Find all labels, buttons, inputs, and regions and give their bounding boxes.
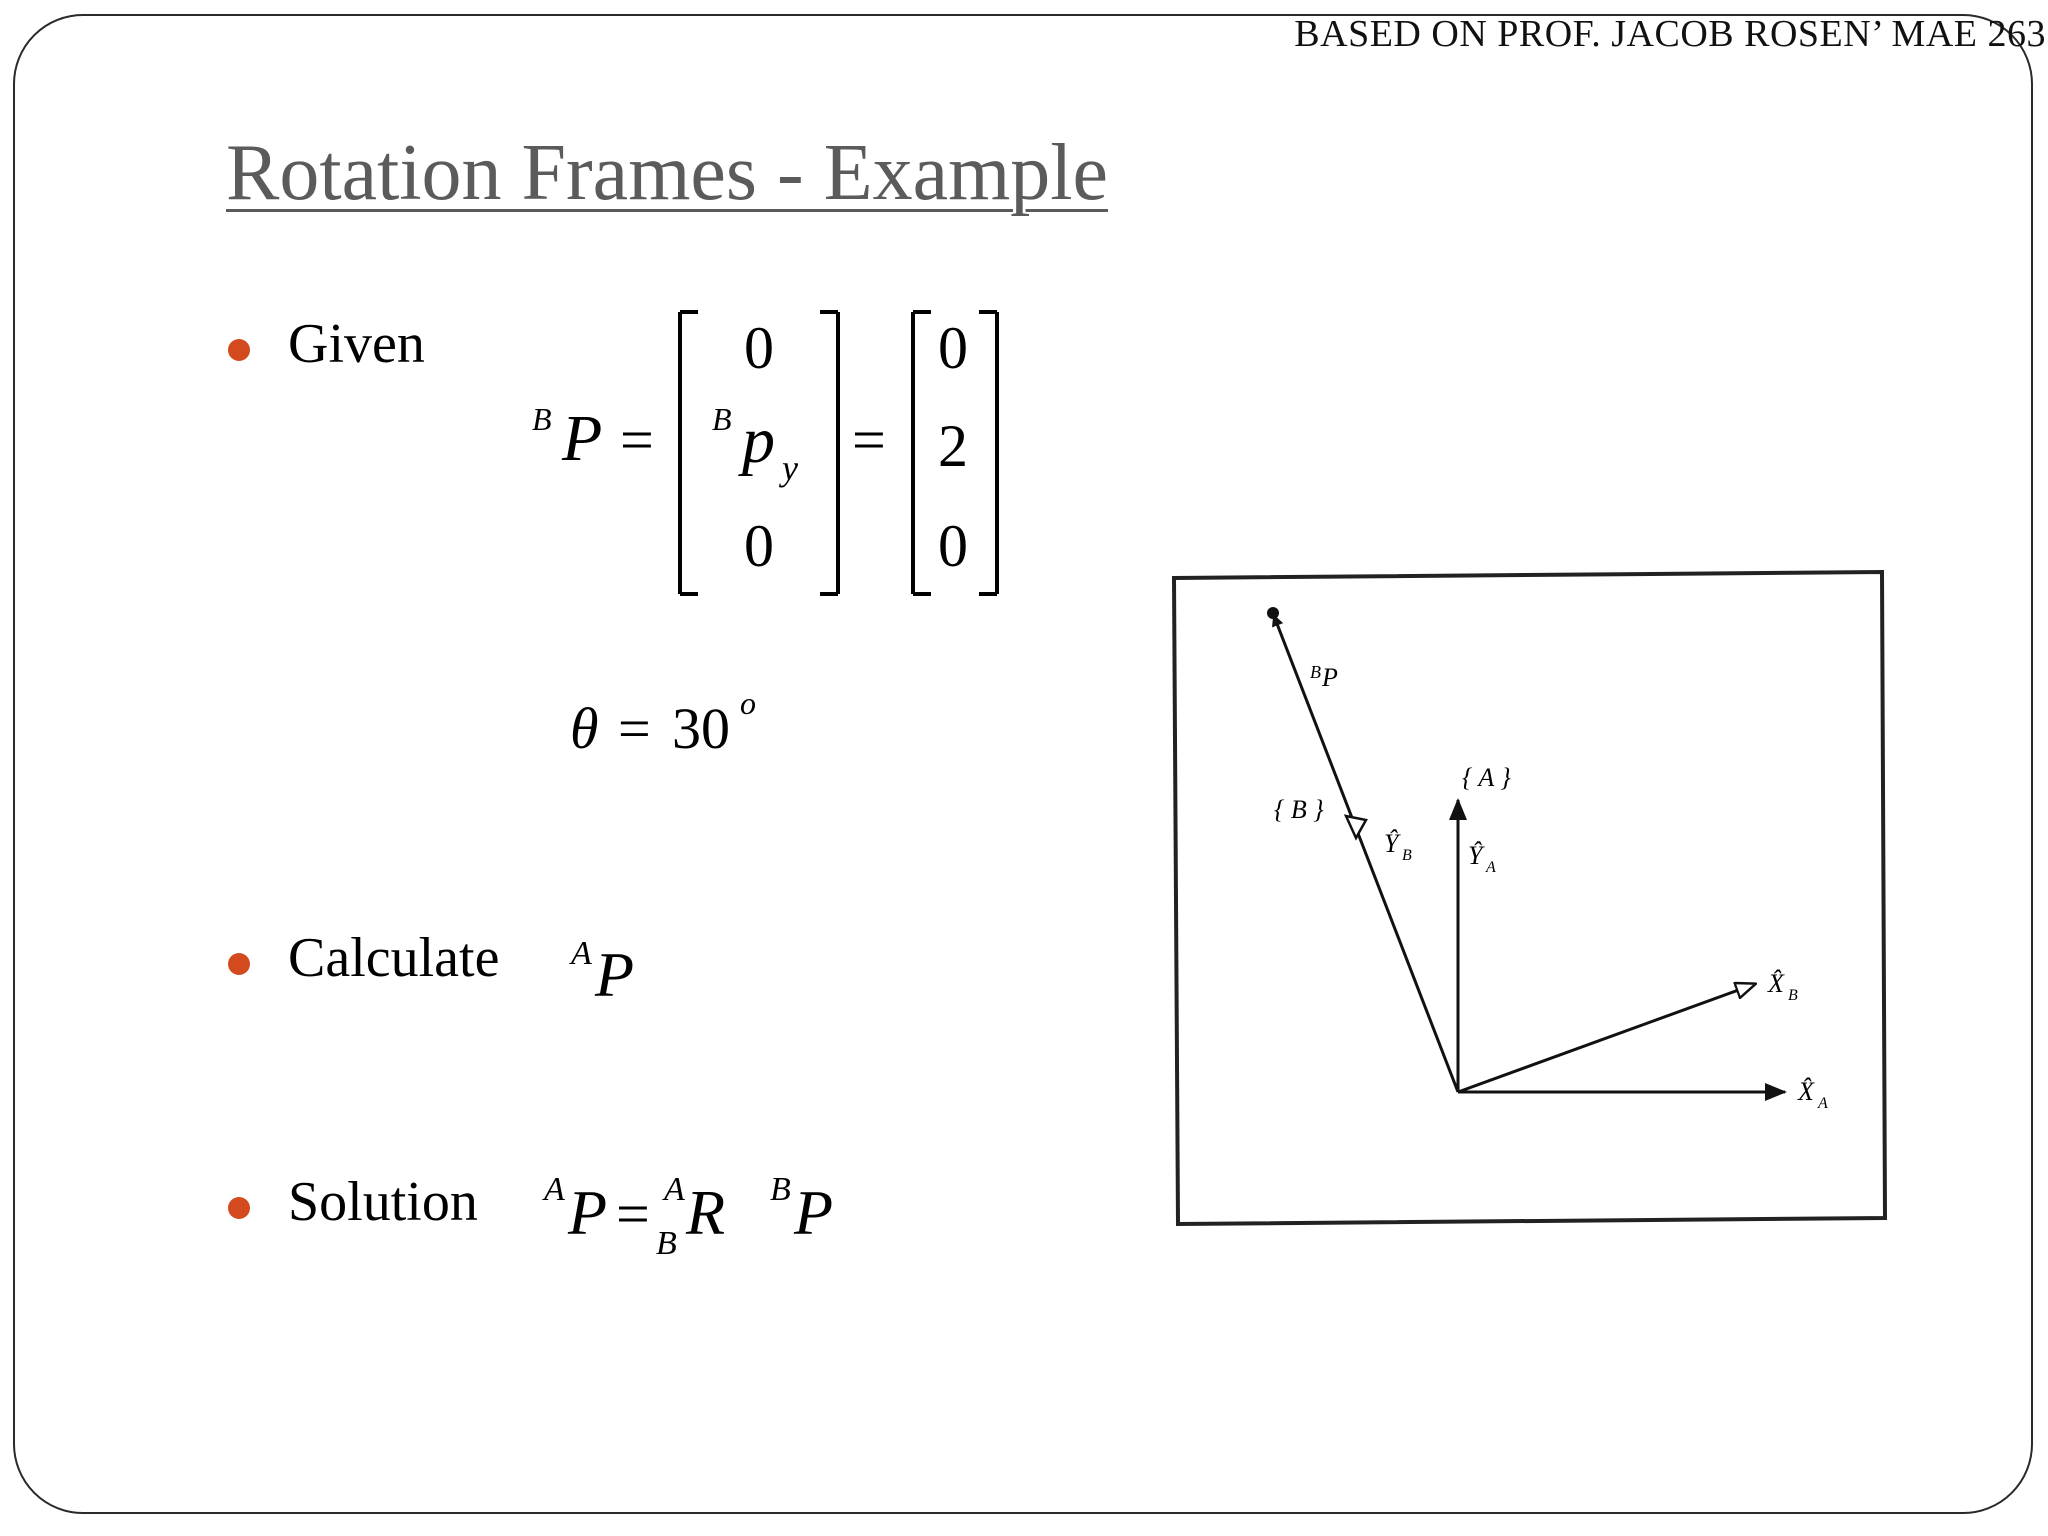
- bullet-label-solution: Solution: [288, 1171, 478, 1233]
- vector1-row3: 0: [744, 513, 774, 579]
- frame-b-label: { B }: [1274, 795, 1324, 824]
- given-equation: B P = 0 B p y 0 = 0 2 0: [532, 310, 999, 596]
- diagram-border: [1171, 569, 1888, 1227]
- calculate-sup: A: [569, 935, 592, 972]
- bp-label-sup: B: [1310, 662, 1321, 682]
- x-b-label-sub: B: [1788, 987, 1798, 1004]
- bp-vector: [1272, 614, 1460, 1093]
- vector1-row2-sub: y: [779, 448, 798, 488]
- rotation-frames-diagram: B P { A } { B } Ŷ B Ŷ A X̂ B X̂ A: [1171, 569, 1888, 1227]
- solution-rhs-sup: B: [770, 1171, 791, 1208]
- bullet-label-given: Given: [288, 313, 425, 375]
- solution-expression: A P = A B R B P: [542, 1171, 833, 1262]
- solution-r-sub: B: [656, 1225, 677, 1262]
- point-p-dot: [1267, 607, 1279, 619]
- x-a-label-sub: A: [1817, 1095, 1828, 1112]
- vector1-brackets: [678, 310, 840, 596]
- equals-sign-2: =: [852, 407, 886, 473]
- y-b-label-sub: B: [1402, 847, 1412, 864]
- frame-a-label: { A }: [1462, 763, 1511, 792]
- equals-sign-1: =: [620, 407, 654, 473]
- x-a-label: X̂: [1797, 1077, 1815, 1106]
- theta-value: 30: [672, 696, 730, 761]
- bullet-label-calculate: Calculate: [288, 927, 500, 989]
- vector2-brackets: [911, 310, 999, 596]
- lhs-symbol: P: [561, 402, 602, 475]
- vector2-row3: 0: [938, 513, 968, 579]
- vector1-row2-sup: B: [712, 401, 732, 437]
- lhs-superscript: B: [532, 401, 552, 437]
- x-b-axis: [1457, 984, 1755, 1094]
- bullet-dot-solution: [228, 1197, 250, 1219]
- bp-label: P: [1321, 663, 1338, 692]
- y-b-arrowhead: [1343, 814, 1368, 841]
- y-a-label: Ŷ: [1468, 841, 1485, 870]
- bullet-dot-given: [228, 339, 250, 361]
- calculate-expression: A P: [569, 935, 634, 1010]
- bullet-dot-calculate: [228, 953, 250, 975]
- y-a-label-sub: A: [1485, 859, 1496, 876]
- solution-r-sup: A: [662, 1171, 685, 1208]
- solution-rhs: P: [793, 1177, 833, 1248]
- solution-lhs-sup: A: [542, 1171, 565, 1208]
- theta-symbol: θ: [570, 696, 599, 761]
- theta-degree-sup: o: [740, 685, 756, 721]
- vector1-row1: 0: [744, 315, 774, 381]
- solution-equals: =: [616, 1181, 650, 1247]
- x-b-label: X̂: [1767, 969, 1785, 998]
- slide-frame: [13, 14, 2033, 1514]
- vector1-row2-main: p: [738, 404, 775, 477]
- y-b-label: Ŷ: [1384, 829, 1401, 858]
- solution-r: R: [685, 1177, 725, 1248]
- vector2-row1: 0: [938, 315, 968, 381]
- slide-title: Rotation Frames - Example: [226, 129, 1109, 217]
- header-credit: BASED ON PROF. JACOB ROSEN’ MAE 263: [1294, 13, 2046, 55]
- solution-lhs: P: [567, 1177, 607, 1248]
- vector2-row2: 2: [938, 413, 968, 479]
- theta-equals: =: [618, 696, 651, 761]
- theta-equation: θ = 30 o: [570, 685, 756, 761]
- calculate-symbol: P: [594, 939, 634, 1010]
